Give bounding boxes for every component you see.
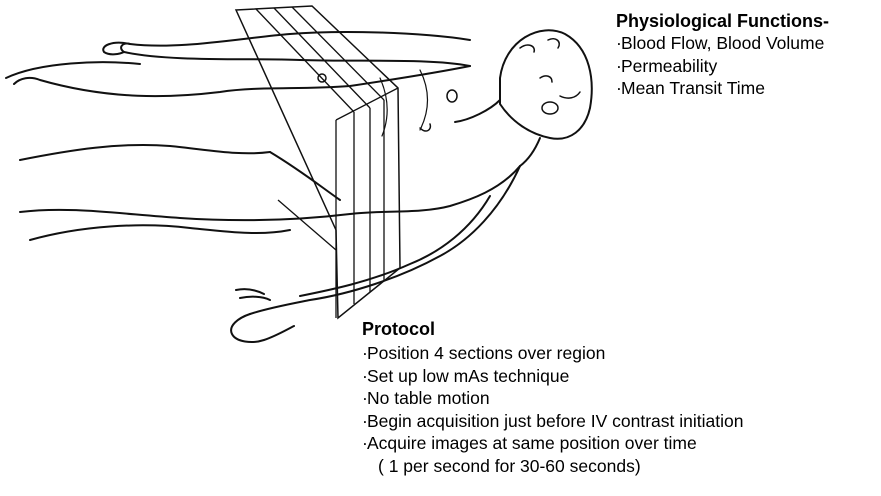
physiological-functions-block: Physiological Functions- ·Blood Flow, Bl… (616, 10, 829, 100)
protocol-step: ·Set up low mAs technique (362, 365, 743, 388)
protocol-step: ·No table motion (362, 387, 743, 410)
upper-arm-outline (121, 32, 470, 66)
protocol-step-text: Acquire images at same position over tim… (367, 433, 697, 453)
physiological-functions-title: Physiological Functions- (616, 10, 829, 32)
protocol-step: ·Position 4 sections over region (362, 342, 743, 365)
physio-item: ·Blood Flow, Blood Volume (616, 32, 829, 55)
physio-item-text: Mean Transit Time (621, 78, 765, 98)
protocol-step: ·Begin acquisition just before IV contra… (362, 410, 743, 433)
physio-item: ·Permeability (616, 55, 829, 78)
hand-outline (231, 314, 294, 342)
head-outline (500, 30, 592, 138)
protocol-title: Protocol (362, 318, 743, 340)
protocol-step-text: Set up low mAs technique (367, 366, 569, 386)
physio-item: ·Mean Transit Time (616, 77, 829, 100)
physio-item-text: Permeability (621, 56, 717, 76)
ct-section-planes (236, 6, 400, 318)
protocol-note: ( 1 per second for 30-60 seconds) (362, 455, 743, 478)
lower-arm-outline (250, 166, 520, 314)
protocol-step: ·Acquire images at same position over ti… (362, 432, 743, 455)
protocol-step-text: Position 4 sections over region (367, 343, 605, 363)
protocol-step-text: No table motion (367, 388, 490, 408)
physio-item-text: Blood Flow, Blood Volume (621, 33, 824, 53)
protocol-block: Protocol ·Position 4 sections over regio… (362, 318, 743, 477)
protocol-step-text: Begin acquisition just before IV contras… (367, 411, 743, 431)
